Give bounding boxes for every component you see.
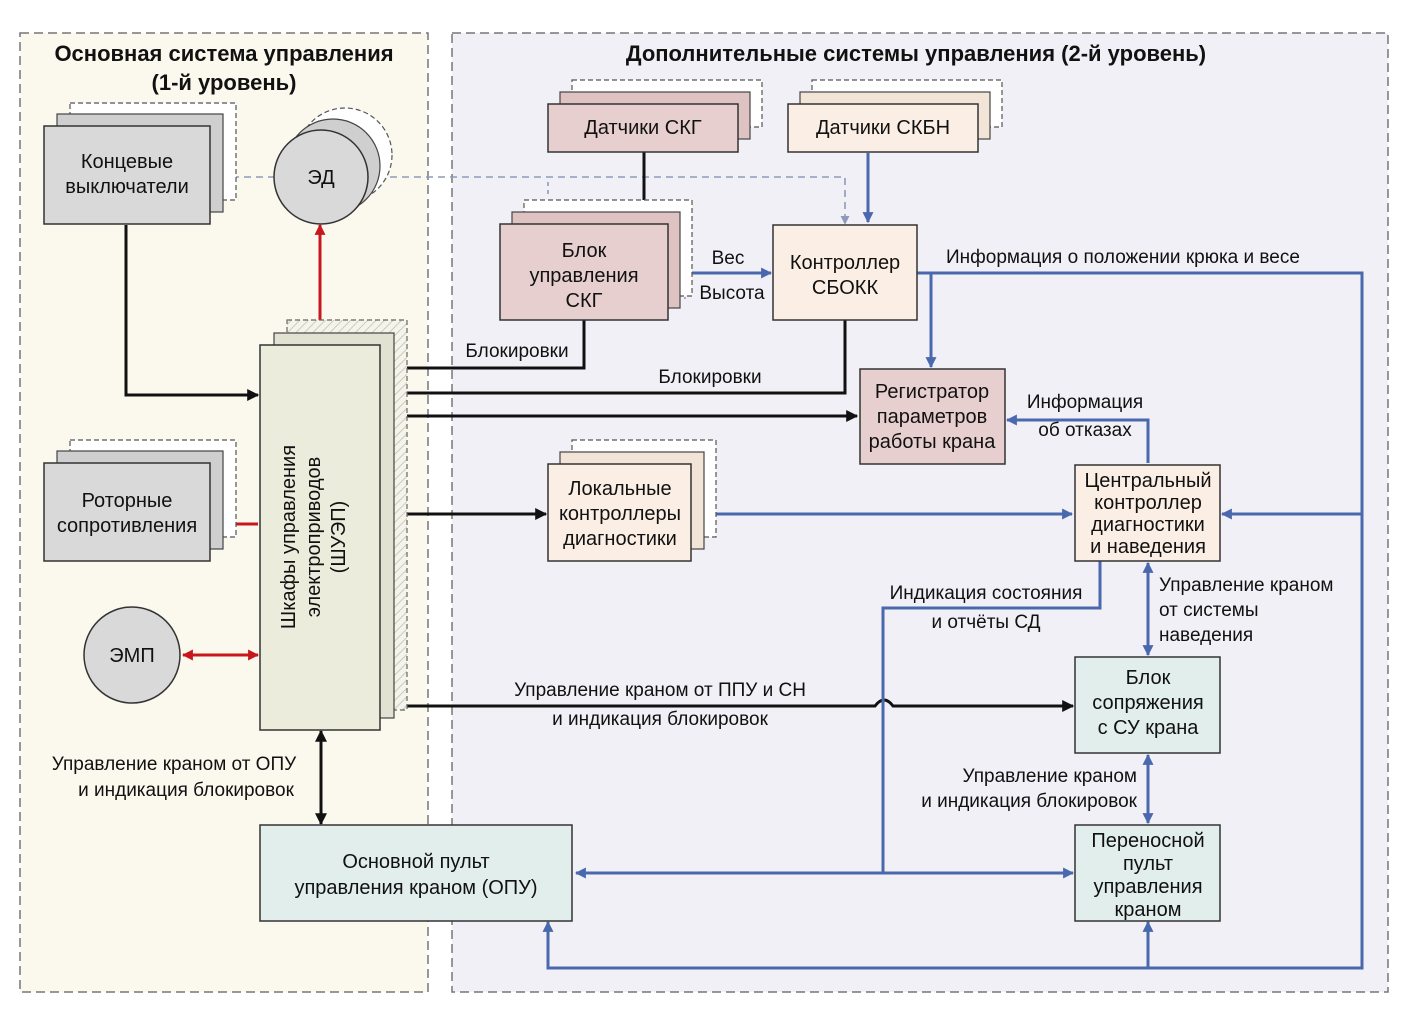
rotor-res-label-1: Роторные (82, 490, 173, 512)
sbokk-locks (380, 320, 847, 399)
opu-label-1: Основной пульт (342, 851, 489, 873)
local-ctrl-label-3: диагностики (563, 528, 677, 550)
opu-label-2: управления краном (ОПУ) (294, 877, 537, 899)
opu-ctrl-label-1: Управление краном от ОПУ (52, 754, 297, 775)
secondary-panel-title: Дополнительные системы управления (2-й у… (626, 41, 1206, 66)
registrar-block: Регистратор параметров работы крана (859, 368, 1006, 465)
limit-switches-to-shuep (124, 225, 260, 401)
height-label: Высота (699, 283, 765, 304)
weight-label: Вес (712, 248, 745, 269)
registrar-label-2: параметров (877, 406, 987, 428)
emp-block: ЭМП (83, 606, 181, 704)
emp-label: ЭМП (109, 645, 154, 667)
skg-sensors-label: Датчики СКГ (584, 117, 702, 139)
limit-switches-label-1: Концевые (81, 151, 173, 173)
ppu-ctrl-label-2: и индикация блокировок (552, 709, 768, 730)
interface-label-3: с СУ крана (1098, 717, 1200, 739)
skg-control-block: Блок управления СКГ (499, 199, 693, 321)
hook-info-bus (542, 271, 1364, 970)
skg-block-label-1: Блок (562, 240, 607, 262)
guidance-ctrl-label-1: Управление краном (1159, 575, 1333, 596)
primary-panel-title-1: Основная система управления (54, 41, 393, 66)
portable-label-3: управления (1093, 876, 1202, 898)
central-failure-info (1005, 414, 1150, 463)
sbokk-label-2: СБОКК (812, 277, 879, 299)
skg-block-label-3: СКГ (566, 290, 603, 312)
guidance-ctrl-label-3: наведения (1159, 625, 1253, 646)
hook-info-label: Информация о положении крюка и весе (946, 247, 1300, 268)
lock-label-1: Блокировки (465, 341, 568, 362)
ppu-ctrl-label-1: Управление краном от ППУ и СН (514, 680, 806, 701)
registrar-label-1: Регистратор (875, 381, 989, 403)
central-controller-block: Центральный контроллер диагностики и нав… (1074, 464, 1221, 562)
skg-block-label-2: управления (529, 265, 638, 287)
central-status-indication (881, 561, 1102, 873)
portable-label-2: пульт (1123, 853, 1173, 875)
skbn-sensors-label: Датчики СКБН (816, 117, 950, 139)
local-ctrl-label-2: контроллеры (559, 503, 681, 525)
local-controllers-block: Локальные контроллеры диагностики (547, 439, 717, 562)
rotor-res-label-2: сопротивления (57, 515, 197, 537)
shuep-label-2: электроприводов (303, 457, 325, 618)
electric-motor-block: ЭД (273, 107, 393, 225)
ed-to-sbokk-dashed (390, 176, 850, 225)
limit-switches-label-2: выключатели (65, 176, 189, 198)
sbokk-controller-block: Контроллер СБОКК (772, 224, 918, 321)
ed-label: ЭД (307, 167, 335, 189)
guidance-ctrl-label-2: от системы (1159, 600, 1259, 621)
skg-sensors-block: Датчики СКГ (547, 79, 763, 153)
portable-label-4: краном (1115, 899, 1182, 921)
shuep-label-3: (ШУЭП) (328, 501, 350, 574)
failure-info-label-1: Информация (1027, 392, 1143, 413)
status-ind-label-1: Индикация состояния (890, 583, 1083, 604)
interface-block: Блок сопряжения с СУ крана (1074, 656, 1221, 754)
skg-block-locks (380, 320, 586, 374)
shuep-label-1: Шкафы управления (278, 445, 300, 629)
failure-info-label-2: об отказах (1038, 420, 1132, 441)
local-ctrl-label-1: Локальные (568, 478, 671, 500)
status-ind-label-2: и отчёты СД (931, 612, 1040, 633)
opu-block: Основной пульт управления краном (ОПУ) (259, 824, 573, 922)
central-label-2: контроллер (1094, 492, 1202, 514)
interface-label-1: Блок (1126, 667, 1171, 689)
central-label-4: и наведения (1090, 536, 1206, 558)
crane-ctrl-label-2: и индикация блокировок (921, 791, 1137, 812)
limit-switches-block: Концевые выключатели (43, 102, 237, 225)
central-label-1: Центральный (1084, 470, 1211, 492)
sbokk-label-1: Контроллер (790, 252, 900, 274)
portable-label-1: Переносной (1091, 830, 1204, 852)
interface-label-2: сопряжения (1092, 692, 1203, 714)
shuep-block: Шкафы управления электроприводов (ШУЭП) (259, 319, 408, 731)
rotor-resistances-block: Роторные сопротивления (43, 439, 237, 562)
central-label-3: диагностики (1091, 514, 1205, 536)
crane-ctrl-label-1: Управление краном (963, 766, 1137, 787)
opu-ctrl-label-2: и индикация блокировок (78, 780, 294, 801)
skbn-sensors-block: Датчики СКБН (787, 79, 1003, 153)
registrar-label-3: работы крана (869, 431, 997, 453)
portable-console-block: Переносной пульт управления краном (1074, 824, 1221, 922)
lock-label-2: Блокировки (658, 367, 761, 388)
primary-panel-title-2: (1-й уровень) (152, 70, 297, 95)
